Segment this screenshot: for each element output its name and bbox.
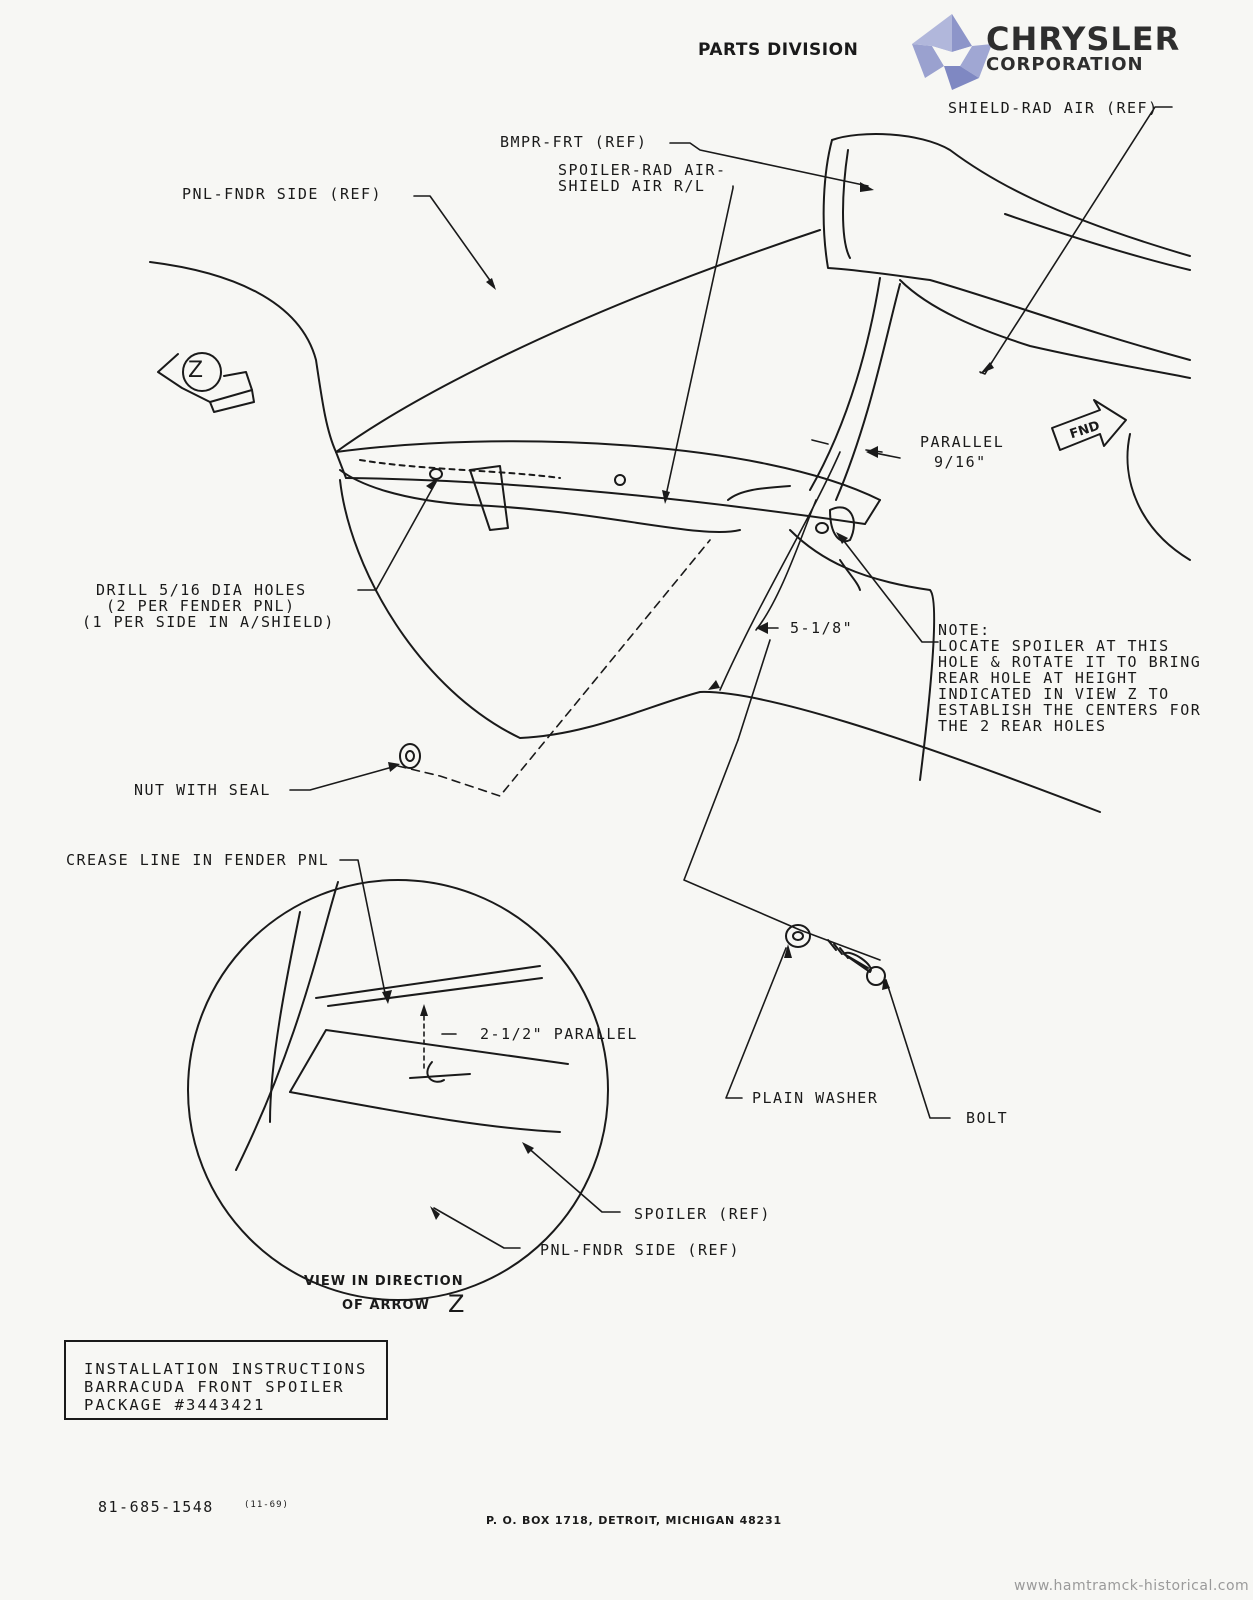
view-caption-letter: Z bbox=[448, 1290, 465, 1318]
title-line-3: PACKAGE #3443421 bbox=[84, 1396, 266, 1414]
note-line-2: HOLE & ROTATE IT TO BRING bbox=[938, 653, 1202, 671]
label-drill-line-3: (1 PER SIDE IN A/SHIELD) bbox=[82, 613, 335, 631]
label-parallel-2-1-2: 2-1/2" PARALLEL bbox=[480, 1025, 638, 1043]
fnd-arrow bbox=[1051, 399, 1127, 451]
note-title: NOTE: bbox=[938, 621, 991, 639]
label-drill-line-1: DRILL 5/16 DIA HOLES bbox=[96, 581, 307, 599]
label-nut-with-seal: NUT WITH SEAL bbox=[134, 781, 271, 799]
label-shield-air-rl: SHIELD AIR R/L bbox=[558, 177, 706, 195]
label-spoiler-ref: SPOILER (REF) bbox=[634, 1205, 771, 1223]
label-drill-line-2: (2 PER FENDER PNL) bbox=[106, 597, 296, 615]
view-caption: VIEW IN DIRECTION OF ARROW bbox=[304, 1270, 464, 1318]
label-bolt: BOLT bbox=[966, 1109, 1009, 1127]
label-plain-washer: PLAIN WASHER bbox=[752, 1089, 879, 1107]
title-box: INSTALLATION INSTRUCTIONS BARRACUDA FRON… bbox=[64, 1340, 388, 1420]
view-caption-line-2: OF ARROW bbox=[342, 1298, 430, 1313]
label-spoiler-rad-air: SPOILER-RAD AIR- bbox=[558, 161, 727, 179]
label-dim-5-1-8: 5-1/8" bbox=[790, 619, 854, 637]
label-pnl-fndr-side-bottom: PNL-FNDR SIDE (REF) bbox=[540, 1241, 741, 1259]
note-line-6: THE 2 REAR HOLES bbox=[938, 717, 1107, 735]
arrow-heads bbox=[382, 182, 994, 1220]
label-shield-rad-air: SHIELD-RAD AIR (REF) bbox=[948, 99, 1159, 117]
arrow-z-symbol bbox=[157, 352, 255, 413]
revision-date: (11-69) bbox=[244, 1500, 289, 1510]
brand-subtitle: CORPORATION bbox=[986, 54, 1144, 75]
brand-name: CHRYSLER bbox=[986, 20, 1181, 58]
note-line-4: INDICATED IN VIEW Z TO bbox=[938, 685, 1170, 703]
note-line-1: LOCATE SPOILER AT THIS bbox=[938, 637, 1170, 655]
label-crease-line: CREASE LINE IN FENDER PNL bbox=[66, 851, 330, 869]
pentastar-logo bbox=[912, 14, 992, 90]
label-bmpr-frt: BMPR-FRT (REF) bbox=[500, 133, 648, 151]
note-line-3: REAR HOLE AT HEIGHT bbox=[938, 669, 1139, 687]
label-pnl-fndr-side-top: PNL-FNDR SIDE (REF) bbox=[182, 185, 383, 203]
watermark: www.hamtramck-historical.com bbox=[1014, 1578, 1250, 1594]
drill-holes bbox=[429, 465, 855, 543]
label-parallel: PARALLEL bbox=[920, 433, 1005, 451]
label-arrow-z: Z bbox=[188, 358, 204, 383]
bumper-shield bbox=[809, 133, 1191, 561]
title-line-2: BARRACUDA FRONT SPOILER bbox=[84, 1378, 345, 1396]
washer-bolt bbox=[785, 924, 886, 986]
fender-panel bbox=[149, 229, 1101, 813]
nut-with-seal bbox=[399, 743, 421, 769]
note-line-5: ESTABLISH THE CENTERS FOR bbox=[938, 701, 1202, 719]
label-parallel-dimension: 9/16" bbox=[934, 453, 987, 471]
view-caption-line-1: VIEW IN DIRECTION bbox=[304, 1274, 464, 1289]
title-line-1: INSTALLATION INSTRUCTIONS bbox=[84, 1360, 368, 1378]
footer-address: P. O. BOX 1718, DETROIT, MICHIGAN 48231 bbox=[486, 1514, 782, 1527]
part-number: 81-685-1548 bbox=[98, 1498, 214, 1516]
dimension-lines bbox=[719, 439, 883, 691]
view-z-detail bbox=[187, 879, 609, 1301]
parts-division-label: PARTS DIVISION bbox=[698, 40, 859, 60]
